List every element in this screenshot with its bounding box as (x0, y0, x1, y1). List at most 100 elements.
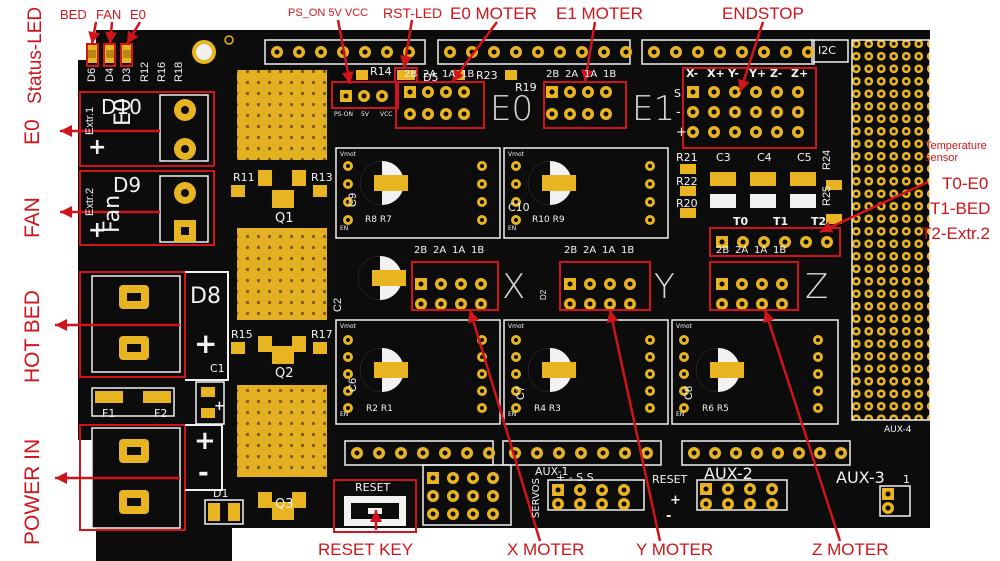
silk-i2c: I2C (818, 44, 836, 57)
arrow-head (467, 310, 480, 324)
arrow-head (762, 310, 775, 324)
silk-plus-fan: + (88, 218, 107, 243)
silk-r2-r1: R2 R1 (366, 404, 393, 414)
capacitor-pad (372, 270, 406, 286)
pin-hole (759, 301, 765, 307)
pin-hole (783, 49, 789, 55)
silk-r4-r3: R4 R3 (534, 404, 561, 414)
pin-hole (443, 89, 449, 95)
pin-hole (711, 89, 717, 95)
hot-bed-side-label: HOT BED (21, 290, 44, 383)
pin-hole (578, 450, 584, 456)
pin-hole (438, 301, 444, 307)
silk-d4: D4 (104, 67, 116, 82)
pin-hole (567, 301, 573, 307)
ps-on-label: PS_ON 5V VCC (288, 7, 369, 19)
pin-hole (779, 281, 785, 287)
silk-en-e1: EN (508, 225, 517, 232)
pin-hole (478, 281, 484, 287)
pin-hole (343, 93, 349, 99)
silk-r17: R17 (311, 328, 333, 341)
pin-hole (795, 109, 801, 115)
pin-hole (782, 239, 788, 245)
callout-box (395, 81, 485, 129)
pin-hole (567, 111, 573, 117)
arrow-line (763, 309, 842, 542)
smd-pad (680, 208, 696, 218)
silk-c5: C5 (797, 151, 812, 164)
pin-hole (470, 475, 476, 481)
silk-r25: R25 (821, 185, 833, 206)
pin-hole (585, 89, 591, 95)
callout-box (331, 81, 399, 109)
pin-hole (346, 164, 350, 168)
coil-label: 1A (602, 245, 616, 256)
pin-hole (603, 89, 609, 95)
reset-key-label: RESET KEY (318, 540, 414, 559)
silk-r10-r9: R10 R9 (532, 215, 565, 225)
silk-vmot-e1: Vmot (508, 151, 524, 158)
pin-hole (407, 111, 413, 117)
pin-hole (719, 239, 725, 245)
pin-hole (733, 450, 739, 456)
pin-hole (795, 89, 801, 95)
thermistor-header-outline (709, 227, 841, 257)
pin-hole (774, 89, 780, 95)
silk-e0-terminal: E0 (111, 98, 136, 126)
silk-q2: Q2 (275, 366, 294, 381)
pin-hole (769, 486, 775, 492)
pin-hole (648, 164, 652, 168)
temperature-label: Temperature (925, 140, 987, 152)
pin-hole (450, 493, 456, 499)
pin-hole (690, 89, 696, 95)
arrow-line (608, 309, 662, 542)
e0-motor-label: E0 MOTER (450, 4, 537, 23)
callout-box (394, 67, 418, 83)
silk-r22: R22 (676, 175, 698, 188)
silk-vmot-y: Vmot (508, 323, 524, 330)
smd-pad (710, 172, 736, 186)
pin-hole (885, 505, 891, 511)
callout-box (103, 43, 116, 67)
pin-hole (725, 486, 731, 492)
pin-hole (603, 111, 609, 117)
pin-hole (346, 338, 350, 342)
pin-hole (296, 49, 302, 55)
pin-hole (759, 281, 765, 287)
arrow-line (819, 180, 929, 234)
coil-label: 1B (603, 69, 617, 80)
silk-e0-big: E0 (490, 89, 534, 129)
silk-x-big: X (502, 267, 526, 307)
pin-hole (739, 281, 745, 287)
coil-label: 2A (433, 245, 447, 256)
t1-bed-label: T1-BED (930, 199, 991, 218)
endstop-label: ENDSTOP (722, 4, 804, 23)
pin-hole (430, 493, 436, 499)
driver-socket-outlines (335, 147, 839, 425)
bed-led-label: BED (60, 7, 87, 22)
smd-pad (790, 194, 816, 208)
pin-hole (719, 301, 725, 307)
pin-hole (480, 372, 484, 376)
pin-hole (579, 49, 585, 55)
pin-hole (418, 301, 424, 307)
silk-d6: D6 (86, 67, 98, 82)
silk-reset-header: RESET (652, 473, 688, 486)
capacitor-shade (360, 161, 382, 205)
endstop-pin-label: Y- (728, 67, 739, 80)
silk-minus-y: - (666, 509, 672, 524)
pin-hole (480, 218, 484, 222)
pin-hole (534, 450, 540, 456)
pin-hole (739, 301, 745, 307)
arrow-head (370, 510, 382, 522)
silk-c3: C3 (716, 151, 731, 164)
pin-hole (577, 501, 583, 507)
pin-hole (717, 49, 723, 55)
pin-hole (607, 301, 613, 307)
callout-box (411, 261, 499, 311)
pin-hole (480, 389, 484, 393)
smd-pad (826, 214, 842, 224)
callout-box (559, 261, 651, 311)
pin-hole (556, 450, 562, 456)
